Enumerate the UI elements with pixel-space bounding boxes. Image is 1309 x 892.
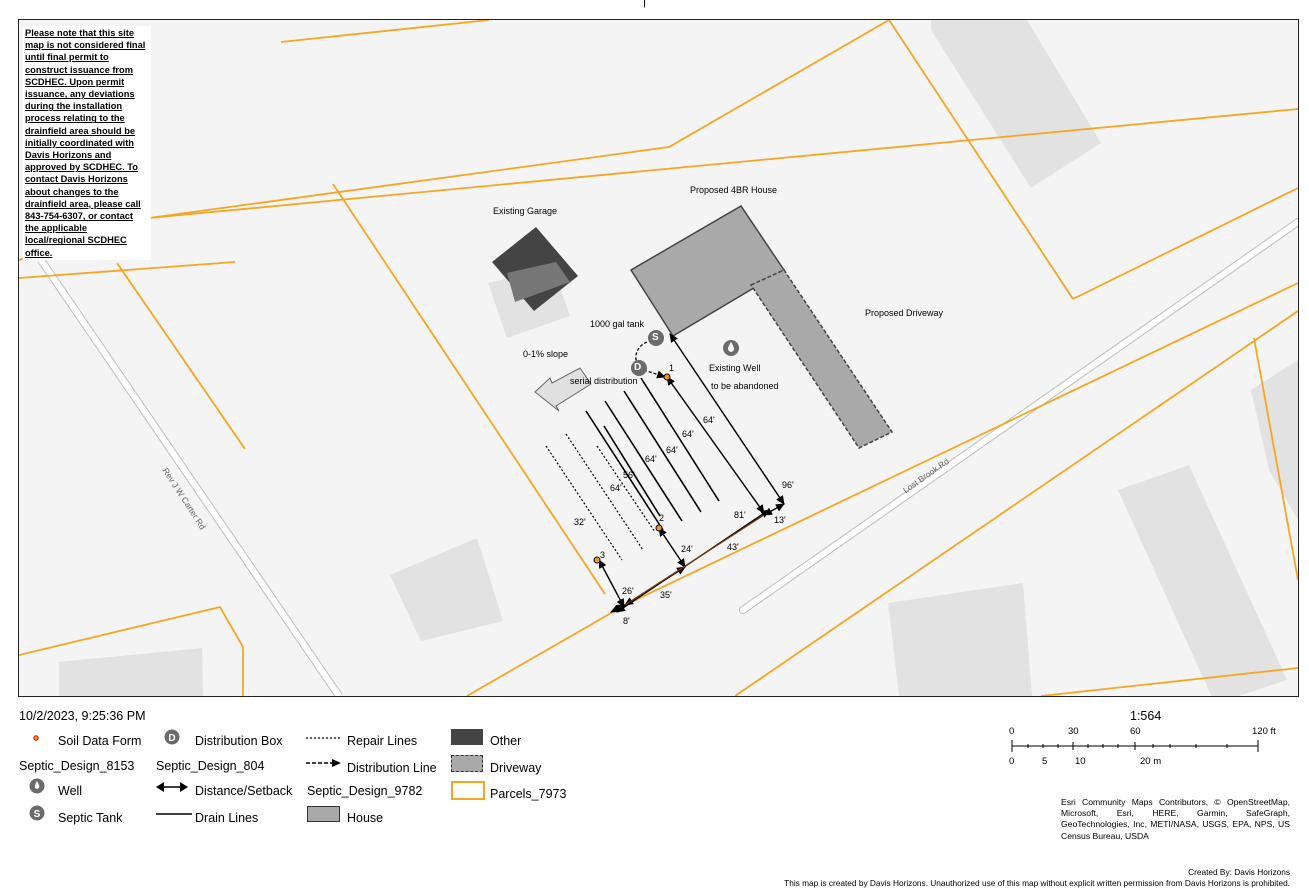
soil-label-2: 2 [659,513,665,523]
repair-lines-swatch [306,737,342,739]
scale-m-20: 20 m [1140,756,1162,767]
legend-septic-design-804: Septic_Design_804 [156,759,265,773]
created-by: Created By: Davis Horizons [1188,867,1290,877]
dimension-label: 24' [681,544,693,554]
map-credits: Esri Community Maps Contributors, © Open… [1061,797,1290,841]
dimension-label: 64' [666,445,678,455]
tank-label: 1000 gal tank [590,319,645,329]
dimension-label: 96' [782,480,794,490]
scale-ft-60: 60 [1130,726,1141,737]
distribution-line-arrow [643,369,666,379]
dimension-label: 43' [727,542,739,552]
proposed-house-label: Proposed 4BR House [690,185,778,195]
dimension-label: 13' [774,515,786,525]
usage-notice: This map is created by Davis Horizons. U… [784,878,1290,888]
legend-distance-setback: Distance/Setback [195,784,293,798]
well-label-line1: Existing Well [709,363,761,373]
scale-ratio: 1:564 [1130,709,1162,723]
well-label-line2: to be abandoned [711,381,779,391]
parcels-swatch [451,781,485,800]
soil-data-form-swatch [33,735,39,741]
slope-label: 0-1% slope [523,349,569,359]
disclaimer-text: Please note that this site map is not co… [23,26,151,260]
proposed-driveway-label: Proposed Driveway [865,308,944,318]
existing-garage [492,227,578,311]
legend-septic-design-9782: Septic_Design_9782 [307,784,423,798]
svg-text:S: S [34,809,41,820]
dimension-label: 8' [623,616,630,626]
site-map[interactable] [19,20,1298,696]
legend-distribution-box: Distribution Box [195,734,283,748]
well-icon [29,778,45,794]
scale-ft-120: 120 ft [1252,726,1276,737]
dimension-label: 64' [645,454,657,464]
legend-septic-tank: Septic Tank [58,811,123,825]
soil-label-1: 1 [669,363,675,373]
dimension-label: 32' [574,517,586,527]
tank-symbol-letter: S [652,332,659,343]
driveway-swatch [451,755,483,772]
soil-label-3: 3 [600,550,606,560]
dimension-label: 56' [623,470,635,480]
scale-m-5: 5 [1042,756,1048,767]
distance-setback-swatch [156,782,188,792]
legend-parcels: Parcels_7973 [490,787,567,801]
dimension-label: 26' [622,586,634,596]
distribution-box-symbol [631,360,647,376]
distribution-line-swatch [306,759,341,767]
slope-arrow [534,367,592,412]
setback-brown [624,514,765,606]
serial-distribution-label: serial distribution [570,376,638,386]
scale-ft-30: 30 [1068,726,1079,737]
septic-tank-symbol [648,330,664,346]
legend-distribution-line: Distribution Line [347,761,437,775]
legend-well: Well [58,784,83,798]
dimension-label: 64' [703,415,715,425]
page-title: | [643,0,647,8]
dimension-label: 81' [734,510,746,520]
house-swatch [307,806,340,822]
scale-m-10: 10 [1075,756,1086,767]
svg-text:D: D [168,733,175,744]
existing-garage-label: Existing Garage [493,206,558,216]
well-symbol [723,340,739,356]
legend-repair-lines: Repair Lines [347,734,418,748]
dbox-symbol-letter: D [634,362,642,373]
legend-soil-data-form: Soil Data Form [58,734,142,748]
legend-septic-design-8153: Septic_Design_8153 [19,759,135,773]
soil-data-points [593,373,671,564]
legend-other: Other [490,734,522,748]
distribution-box-icon: D [164,729,180,745]
map-frame[interactable]: Please note that this site map is not co… [18,19,1299,697]
other-swatch [451,729,483,745]
dimension-label: 64' [682,429,694,439]
timestamp: 10/2/2023, 9:25:36 PM [19,709,146,723]
legend-drain-lines: Drain Lines [195,811,259,825]
road-rev-jw-carter [37,257,343,696]
scale-ruler [1011,740,1259,752]
parcel-boundaries [19,20,1298,696]
septic-tank-icon: S [29,805,45,821]
dimension-label: 64' [610,483,622,493]
scale-ft-0: 0 [1009,726,1015,737]
legend-house: House [347,811,384,825]
scale-m-0: 0 [1009,756,1015,767]
proposed-driveway [749,269,894,449]
proposed-house [629,204,786,338]
basemap-buildings [59,20,1298,696]
drain-lines-swatch [156,813,192,815]
legend-driveway: Driveway [490,761,542,775]
dimension-label: 35' [660,590,672,600]
